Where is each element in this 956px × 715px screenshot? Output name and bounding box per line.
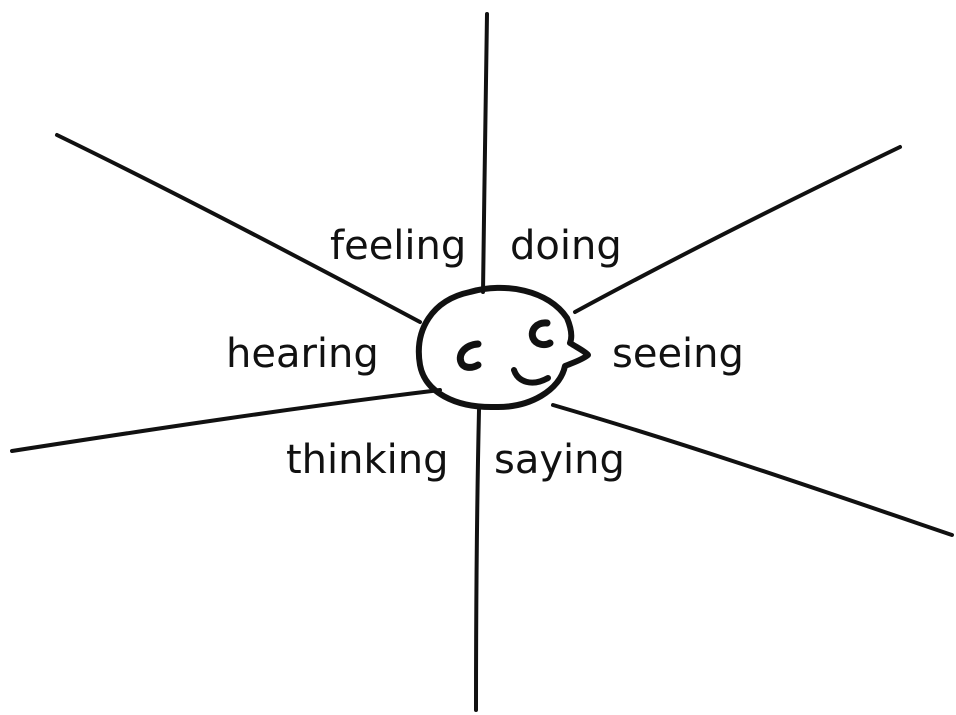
- label-feeling: feeling: [330, 226, 466, 266]
- head-outline: [419, 288, 588, 407]
- label-hearing: hearing: [226, 334, 379, 374]
- label-doing: doing: [510, 226, 622, 266]
- divider-line-bottom: [476, 410, 479, 710]
- ear-mark: [460, 344, 478, 367]
- mouth-mark: [514, 370, 548, 383]
- smiling-head-icon: [419, 288, 588, 407]
- eye-mark: [532, 323, 550, 345]
- divider-line-upper-right: [575, 147, 900, 312]
- label-saying: saying: [494, 440, 625, 480]
- label-seeing: seeing: [612, 334, 744, 374]
- label-thinking: thinking: [286, 440, 449, 480]
- divider-line-top: [483, 14, 487, 292]
